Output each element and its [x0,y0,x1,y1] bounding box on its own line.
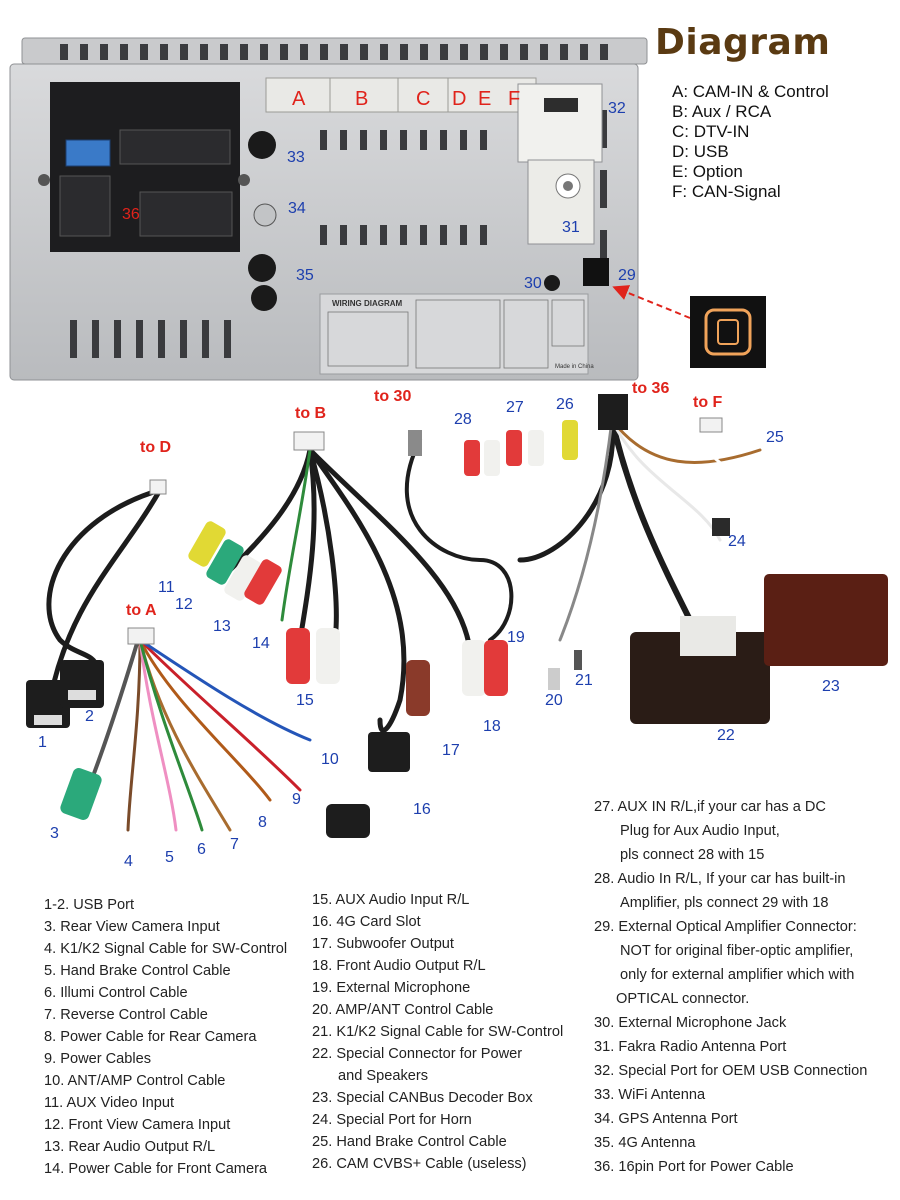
cable-number-22: 22 [717,727,735,744]
desc-item-continuation: Plug for Aux Audio Input, [594,819,867,843]
port-number-34: 34 [288,200,306,217]
desc-item: 13. Rear Audio Output R/L [44,1136,287,1158]
cable-number-19: 19 [507,629,525,646]
cable-number-7: 7 [230,836,239,853]
desc-item-continuation: Amplifier, pls connect 29 with 18 [594,891,867,915]
cable-number-27: 27 [506,399,524,416]
wiring-plate-label: WIRING DIAGRAM [332,299,403,308]
desc-item: 17. Subwoofer Output [312,933,563,955]
cable-number-6: 6 [197,841,206,858]
cable-number-4: 4 [124,853,133,870]
cable-number-20: 20 [545,692,563,709]
desc-item-continuation: and Speakers [312,1065,563,1087]
desc-item: 28. Audio In R/L, If your car has built-… [594,867,867,891]
desc-item: 30. External Microphone Jack [594,1011,867,1035]
cable-number-15: 15 [296,692,314,709]
desc-item-continuation: NOT for original fiber-optic amplifier, [594,939,867,963]
label-to-b: to B [295,405,326,422]
desc-item: 23. Special CANBus Decoder Box [312,1087,563,1109]
cable-number-18: 18 [483,718,501,735]
cable-number-26: 26 [556,396,574,413]
port-letter-e: E [478,88,491,110]
cable-number-8: 8 [258,814,267,831]
label-to-30: to 30 [374,388,411,405]
cables [49,420,780,830]
port-letter-d: D [452,88,466,110]
cable-number-23: 23 [822,678,840,695]
desc-item: 11. AUX Video Input [44,1092,287,1114]
label-to-d: to D [140,439,171,456]
optical-connector-icon [690,296,766,368]
cable-number-16: 16 [413,801,431,818]
desc-item: 18. Front Audio Output R/L [312,955,563,977]
cable-number-28: 28 [454,411,472,428]
desc-item: 33. WiFi Antenna [594,1083,867,1107]
port-letter-f: F [508,88,520,110]
cable-number-12: 12 [175,596,193,613]
cable-number-13: 13 [213,618,231,635]
port-number-30: 30 [524,275,542,292]
port-number-29: 29 [618,267,636,284]
port-number-35: 35 [296,267,314,284]
desc-item: 31. Fakra Radio Antenna Port [594,1035,867,1059]
desc-item: 35. 4G Antenna [594,1131,867,1155]
desc-item: 29. External Optical Amplifier Connector… [594,915,867,939]
cable-number-10: 10 [321,751,339,768]
port-number-31: 31 [562,219,580,236]
desc-item: 6. Illumi Control Cable [44,982,287,1004]
desc-item: 10. ANT/AMP Control Cable [44,1070,287,1092]
desc-item-continuation: only for external amplifier which with [594,963,867,987]
desc-item: 14. Power Cable for Front Camera [44,1158,287,1180]
desc-item: 27. AUX IN R/L,if your car has a DC [594,795,867,819]
desc-item: 7. Reverse Control Cable [44,1004,287,1026]
desc-item: 20. AMP/ANT Control Cable [312,999,563,1021]
desc-item: 22. Special Connector for Power [312,1043,563,1065]
description-list-right: 27. AUX IN R/L,if your car has a DC Plug… [594,795,867,1179]
made-in-label: Made in China [555,364,594,370]
desc-item: 32. Special Port for OEM USB Connection [594,1059,867,1083]
desc-item: 5. Hand Brake Control Cable [44,960,287,982]
port-number-32: 32 [608,100,626,117]
cable-number-21: 21 [575,672,593,689]
label-to-36: to 36 [632,380,669,397]
cable-number-2: 2 [85,708,94,725]
desc-item: 3. Rear View Camera Input [44,916,287,938]
cable-number-3: 3 [50,825,59,842]
desc-item: 19. External Microphone [312,977,563,999]
desc-item: 24. Special Port for Horn [312,1109,563,1131]
head-unit [10,38,647,380]
desc-item-continuation: OPTICAL connector. [594,987,867,1011]
wiring-illustration: WIRING DIAGRAM Made in China A B C D E F… [0,0,900,880]
cable-number-17: 17 [442,742,460,759]
cable-number-14: 14 [252,635,270,652]
desc-item: 15. AUX Audio Input R/L [312,889,563,911]
cable-number-5: 5 [165,849,174,866]
port-number-36: 36 [122,206,140,223]
label-to-f: to F [693,394,723,411]
port-letter-b: B [355,88,368,110]
cable-number-25: 25 [766,429,784,446]
desc-item-continuation: pls connect 28 with 15 [594,843,867,867]
desc-item: 8. Power Cable for Rear Camera [44,1026,287,1048]
desc-item: 26. CAM CVBS+ Cable (useless) [312,1153,563,1175]
desc-item: 4. K1/K2 Signal Cable for SW-Control [44,938,287,960]
desc-item: 25. Hand Brake Control Cable [312,1131,563,1153]
desc-item: 36. 16pin Port for Power Cable [594,1155,867,1179]
port-letter-c: C [416,88,430,110]
cable-number-24: 24 [728,533,746,550]
desc-item: 34. GPS Antenna Port [594,1107,867,1131]
cable-number-9: 9 [292,791,301,808]
cable-number-11: 11 [158,579,175,596]
description-list-middle: 15. AUX Audio Input R/L 16. 4G Card Slot… [312,889,563,1175]
desc-item: 16. 4G Card Slot [312,911,563,933]
desc-item: 12. Front View Camera Input [44,1114,287,1136]
port-number-33: 33 [287,149,305,166]
description-list-left: 1-2. USB Port 3. Rear View Camera Input … [44,894,287,1180]
desc-item: 9. Power Cables [44,1048,287,1070]
label-to-a: to A [126,602,157,619]
port-letter-a: A [292,88,306,110]
cable-number-1: 1 [38,734,47,751]
desc-item: 21. K1/K2 Signal Cable for SW-Control [312,1021,563,1043]
desc-item: 1-2. USB Port [44,894,287,916]
